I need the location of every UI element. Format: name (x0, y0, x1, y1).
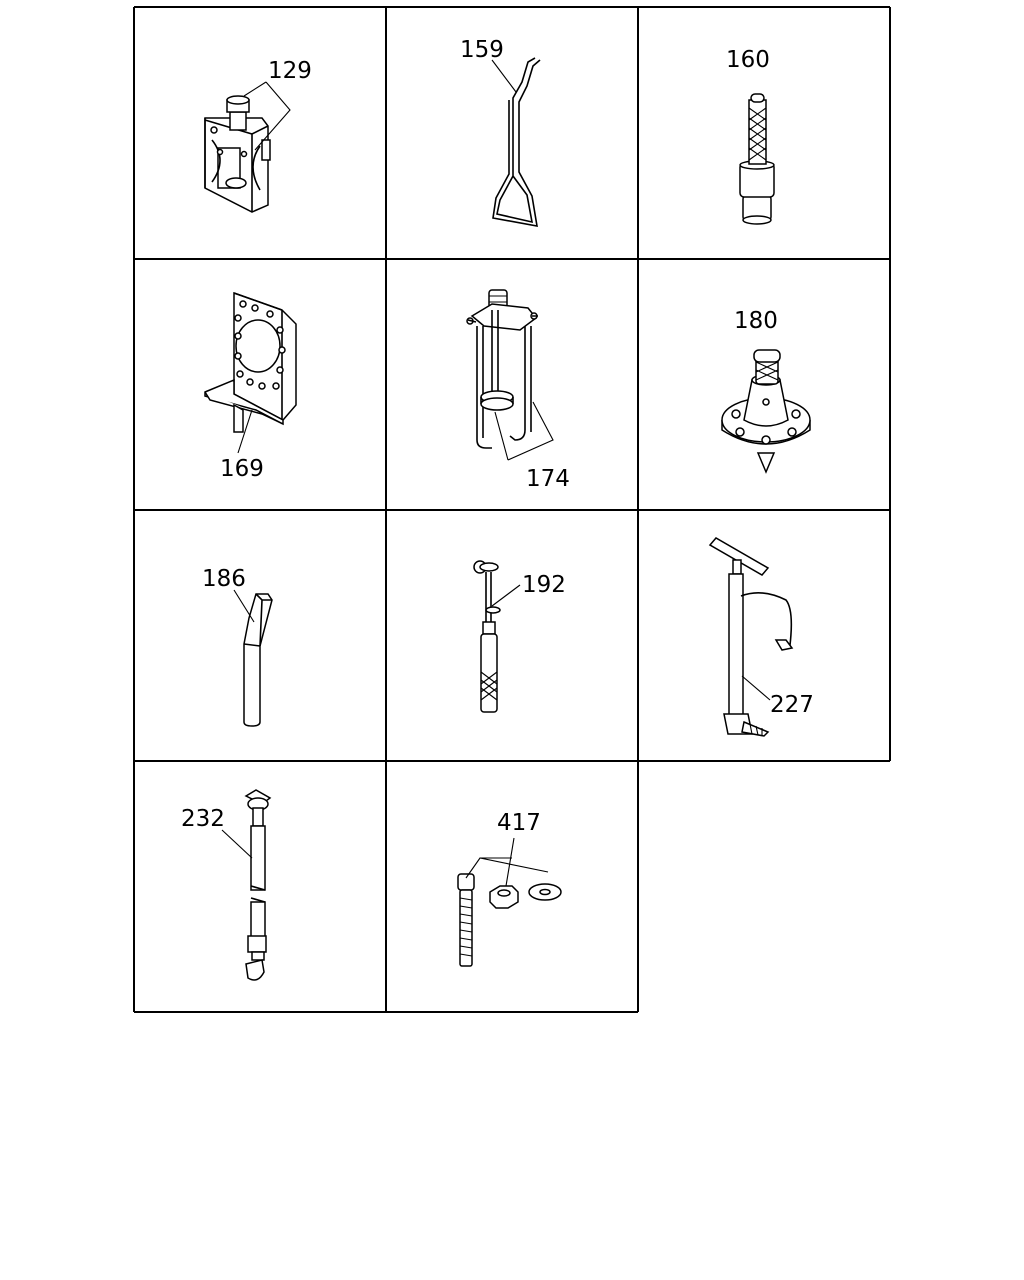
cell-417: 417 (457, 810, 562, 967)
part-417-leader (465, 837, 549, 887)
part-129-drawing (204, 95, 271, 213)
cell-169: 169 (204, 291, 297, 482)
cell-192: 192 (473, 560, 566, 713)
part-174-leader (494, 401, 554, 461)
part-417-drawing (457, 873, 562, 967)
part-417-label: 417 (497, 810, 541, 836)
part-227-leader (741, 675, 771, 701)
cell-227: 227 (708, 537, 814, 737)
part-186-leader (233, 589, 255, 623)
part-174-label: 174 (526, 466, 570, 492)
part-159-label: 159 (460, 37, 504, 63)
cell-232: 232 (181, 789, 272, 981)
part-160-drawing (739, 93, 775, 225)
part-186-drawing (243, 593, 273, 727)
cell-160: 160 (726, 47, 775, 225)
part-159-leader (491, 59, 517, 93)
part-169-label: 169 (220, 456, 264, 482)
part-169-drawing (204, 291, 297, 433)
part-174-drawing (466, 289, 538, 449)
part-192-label: 192 (522, 572, 566, 598)
part-159-drawing (492, 57, 541, 227)
part-129-label: 129 (268, 58, 312, 84)
cell-174: 174 (466, 289, 570, 492)
cell-180: 180 (721, 308, 811, 474)
part-129-leader (243, 81, 291, 151)
part-232-label: 232 (181, 806, 225, 832)
part-180-drawing (721, 349, 811, 474)
part-192-drawing (473, 560, 501, 713)
part-169-leader (237, 409, 253, 454)
part-232-drawing (244, 789, 272, 981)
part-232-leader (221, 829, 253, 859)
grid-lines (133, 6, 891, 1013)
part-192-leader (491, 584, 521, 607)
part-160-label: 160 (726, 47, 770, 73)
cell-186: 186 (202, 566, 273, 727)
part-186-label: 186 (202, 566, 246, 592)
part-180-label: 180 (734, 308, 778, 334)
part-227-drawing (708, 537, 794, 737)
cell-129: 129 (204, 58, 312, 213)
cell-159: 159 (460, 37, 541, 227)
part-227-label: 227 (770, 692, 814, 718)
